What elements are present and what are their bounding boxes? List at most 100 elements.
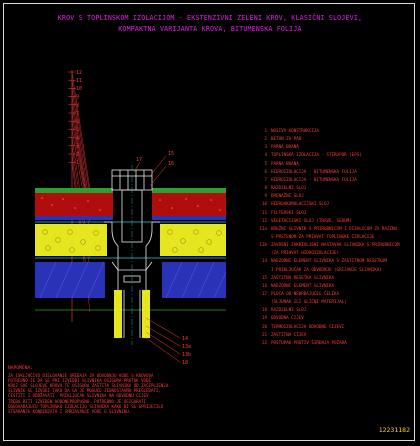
- legend-text: NOSIVA KONSTRUKCIJA: [271, 128, 319, 133]
- left-label-leader: [71, 88, 91, 207]
- legend-number: 18: [261, 307, 267, 313]
- drain-pipe-insulation: [114, 290, 150, 338]
- legend-text: I PRIKLJUČAK ZA ODVODNJU (GRIJANJE SLIVN…: [271, 266, 382, 272]
- legend-text: S PRSTENOM ZA PRIHVAT TOPLINSKE IZOLACIJ…: [271, 233, 375, 239]
- legend-text: ZAVRŠNI ZAKRIVLJENI NASTAVAK SLIVNIKA S …: [271, 242, 400, 248]
- legend-number: 22: [261, 339, 267, 345]
- legend-text: PARNA BRANA: [271, 160, 299, 166]
- legend-text: DRENAŽNI SLOJ: [271, 193, 304, 199]
- legend-text: NADZORNI ELEMENT SLIVNIKA: [271, 282, 335, 288]
- legend-number: 14: [261, 258, 267, 264]
- vegetation-layer-right: [152, 188, 226, 193]
- legend-text: VEGETACIJSKI SLOJ (TRAVE, SEDUM): [271, 217, 352, 223]
- notes-block: NAPOMENA: ZA ISKLJUČIVO DJELOVANJE UREĐA…: [8, 366, 258, 414]
- legend-number: 21: [261, 331, 267, 337]
- center-label-17: 17: [136, 157, 142, 163]
- legend-text: HIDROIZOLACIJA - BITUMENSKA FOLIJA: [271, 176, 357, 182]
- legend-number: 7: [264, 176, 267, 182]
- drawing-frame: [3, 3, 415, 441]
- legend-number: 17: [261, 291, 267, 296]
- left-label-10: 10: [76, 86, 82, 92]
- legend-number: 11: [261, 209, 267, 215]
- legend-number: 15: [261, 274, 267, 280]
- legend-text: RAZDJELNI SLOJ: [271, 307, 307, 313]
- bottom-label-13b: 13b: [182, 352, 191, 358]
- left-label-12: 12: [76, 70, 82, 76]
- legend-text: ODVODNA CIJEV: [271, 315, 304, 321]
- notes-line: ZA ISKLJUČIVO DJELOVANJE UREĐAJA ZA ODVO…: [8, 373, 154, 379]
- legend-text: TOPLINSKA IZOLACIJA - STIROPOR (EPS): [271, 152, 362, 158]
- legend-text: RAZDJELNI SLOJ: [271, 185, 307, 191]
- notes-line: STVARANJE KONDENZATA I SMRZAVANJE VODE U…: [8, 408, 132, 414]
- legend-number: 12: [261, 217, 267, 223]
- legend-number: 2: [264, 136, 267, 142]
- legend-text: FILTERSKI SLOJ: [271, 209, 307, 215]
- legend-number: 1: [264, 128, 267, 133]
- legend-number: 9: [264, 193, 267, 199]
- center-label-15: 15: [168, 151, 174, 157]
- legend-text: KRUŽNI SLIVNIK S PRIRUBNICOM I DIZALICOM…: [271, 225, 398, 231]
- substrate-layer-left: [35, 193, 113, 216]
- concrete-slab-left: [35, 262, 105, 298]
- left-label-7: 7: [76, 111, 79, 117]
- legend-number: 16: [261, 282, 267, 288]
- legend-number: 13a: [259, 225, 267, 231]
- notes-line: KROZ SVE SLOJEVE KROVA TE OSIGURA ZAŠTIT…: [8, 383, 171, 389]
- legend-number: 20: [261, 323, 267, 329]
- insulation-pattern: [42, 229, 222, 253]
- legend-number: 5: [264, 160, 267, 166]
- legend-text: PLOČA OD NEHRĐAJUĆEG ČELIKA: [271, 291, 340, 296]
- legend-number: 3: [264, 144, 267, 150]
- left-label-9: 9: [76, 94, 79, 100]
- left-label-6: 6: [76, 119, 79, 125]
- legend-text: POSTUPAK PROTIV ŠIRENJA POŽARA: [271, 339, 347, 345]
- center-label-16: 16: [168, 161, 174, 167]
- notes-title: NAPOMENA:: [8, 366, 33, 371]
- left-label-4: 4: [76, 135, 79, 141]
- substrate-dots: [41, 197, 221, 211]
- left-label-leader: [71, 71, 91, 191]
- drainage-layer-left: [35, 216, 113, 220]
- legend-text: ZAŠTITNA REŠETKA SLIVNIKA: [271, 274, 335, 280]
- legend-text: BETON ZA PAD: [271, 136, 302, 142]
- legend-text: (ŠLJUNAK ILI SLIČNI MATERIJAL): [271, 299, 347, 305]
- insulation-layer-left: [35, 224, 107, 256]
- substrate-layer-right: [152, 193, 226, 216]
- title-line-1: KROV S TOPLINSKOM IZOLACIJOM - EKSTENZIV…: [57, 14, 363, 22]
- notes-line: TREBA BITI IZVEDEN VODONEPROPUSNO. POTRE…: [8, 398, 147, 404]
- left-label-11: 11: [76, 78, 82, 84]
- bottom-label-18: 18: [182, 360, 188, 366]
- bottom-label-13a: 13a: [182, 344, 191, 350]
- legend-text: HIDROAKUMULACIJSKI SLOJ: [271, 201, 329, 207]
- center-label-group: 17 15 16: [133, 151, 174, 187]
- left-label-2: 2: [76, 152, 79, 158]
- insulation-layer-right: [160, 224, 226, 256]
- left-label-8: 8: [76, 103, 79, 109]
- concrete-slab-right: [162, 262, 226, 298]
- legend-number: 10: [261, 201, 267, 207]
- notes-lines: ZA ISKLJUČIVO DJELOVANJE UREĐAJA ZA ODVO…: [8, 373, 258, 414]
- legend-number: 8: [264, 185, 267, 191]
- bottom-label-14: 14: [182, 336, 188, 342]
- notes-line: ČISTITI I ODRŽAVATI. PRIKLJUČAK SLIVNIKA…: [8, 393, 149, 399]
- left-label-leader: [71, 80, 91, 197]
- legend-text: ZAŠTITNA CIJEV: [271, 331, 307, 337]
- legend-text: (ZA PRIHVAT HIDROIZOLACIJE): [271, 250, 340, 256]
- drainage-layer-right: [152, 216, 226, 220]
- left-label-1: 1: [76, 160, 79, 166]
- legend-number: 19: [261, 315, 267, 321]
- notes-line: SLIVNIK SE IZVODI TAKO DA GA JE MOGUĆE J…: [8, 388, 161, 394]
- legend-text: TERMOIZOLACIJA ODVODNE CIJEVI: [271, 323, 345, 329]
- notes-line: POTREBNO JE DA SE PRI IZVEDBI SLIVNIKA O…: [8, 378, 151, 384]
- bottom-label-group: 14 13a 13b 18: [145, 317, 191, 366]
- title-line-2: KOMPAKTNA VARIJANTA KROVA, BITUMENSKA FO…: [118, 25, 302, 33]
- legend-number: 13b: [259, 242, 267, 248]
- notes-line: ODGOVARAJUĆU TOPLINSKU IZOLACIJU SLIVNIK…: [8, 403, 164, 409]
- document-number: 12231182: [378, 426, 410, 434]
- concrete-hatch: [39, 261, 227, 299]
- vegetation-layer-left: [35, 188, 113, 193]
- left-label-3: 3: [76, 144, 79, 150]
- legend-text: HIDROIZOLACIJA - BITUMENSKA FOLIJA: [271, 168, 357, 174]
